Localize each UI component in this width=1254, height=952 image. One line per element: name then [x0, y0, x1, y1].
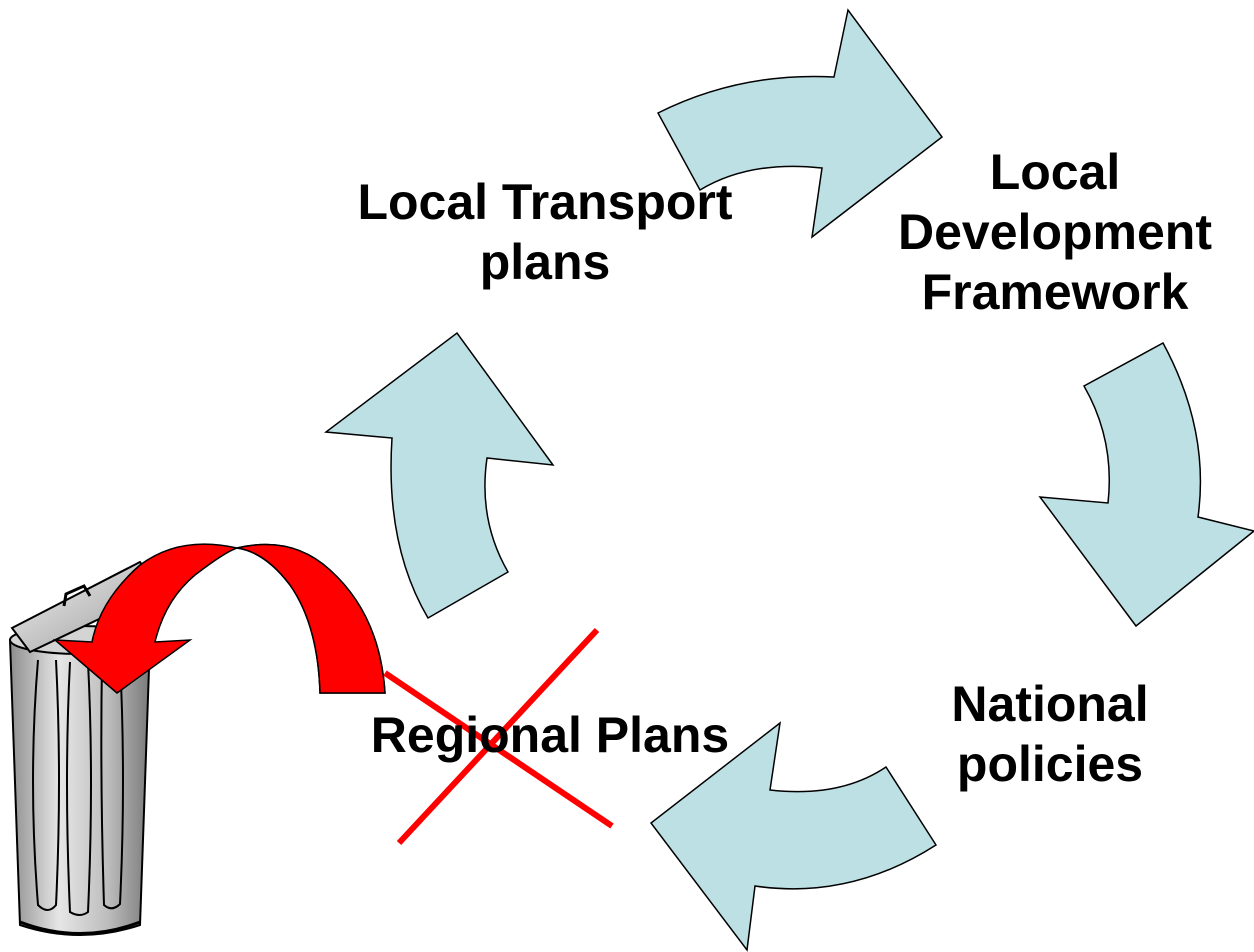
node-label-line: Framework — [921, 264, 1189, 320]
node-label-line: Local Transport — [357, 174, 733, 230]
node-label-line: National — [951, 676, 1149, 732]
node-label-line: Regional Plans — [370, 707, 730, 763]
node-label-line: policies — [956, 736, 1144, 792]
node-label-line: Development — [898, 204, 1212, 260]
node-national-policies: National policies — [900, 674, 1200, 794]
node-local-development-framework: Local Development Framework — [870, 142, 1240, 322]
arrow-np-to-rp — [649, 721, 938, 952]
node-regional-plans: Regional Plans — [340, 705, 760, 765]
curved-arrow-icon — [52, 543, 386, 694]
arrow-ldf-to-np — [1038, 341, 1254, 628]
arrow-ltp-to-ldf — [656, 8, 944, 239]
node-label-line: plans — [479, 234, 611, 290]
arrow-rp-to-ltp — [324, 331, 555, 620]
node-local-transport-plans: Local Transport plans — [330, 172, 760, 292]
cross-mark-icon — [383, 627, 614, 846]
node-label-line: Local — [989, 144, 1121, 200]
